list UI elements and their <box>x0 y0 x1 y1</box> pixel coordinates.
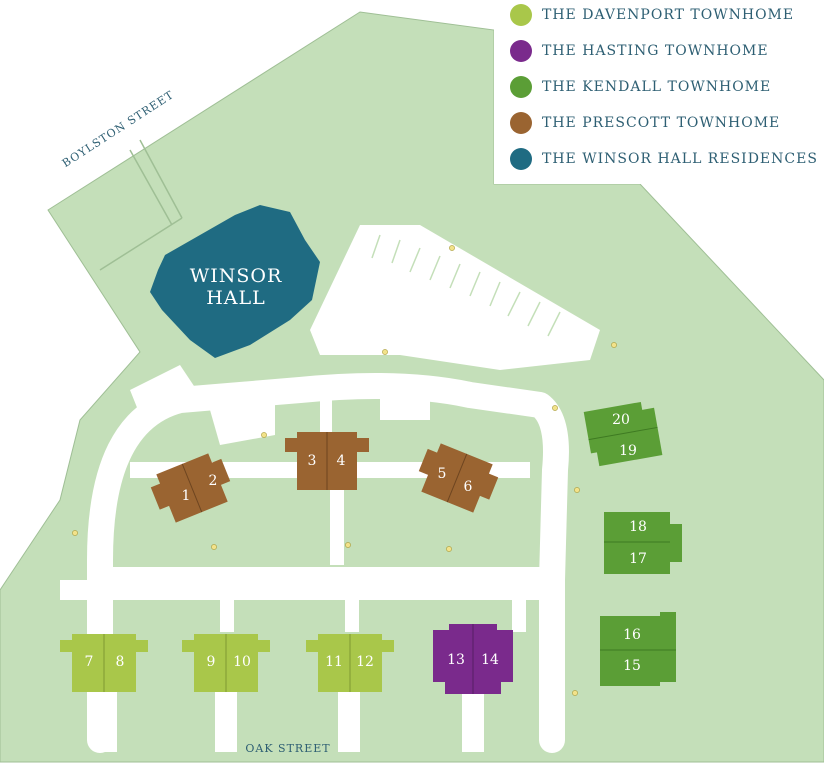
unit-9[interactable]: 9 <box>207 654 216 670</box>
parking-stalls <box>371 234 561 337</box>
map-legend: THE DAVENPORT TOWNHOME THE HASTING TOWNH… <box>494 0 824 184</box>
unit-20[interactable]: 20 <box>612 412 630 428</box>
unit-6[interactable]: 6 <box>464 479 473 495</box>
davenport-9-10[interactable] <box>182 634 270 692</box>
unit-3[interactable]: 3 <box>308 453 317 469</box>
winsor-hall-color-swatch <box>510 148 532 170</box>
legend-item-prescott: THE PRESCOTT TOWNHOME <box>510 111 780 135</box>
kendall-color-swatch <box>510 76 532 98</box>
mid-parking <box>210 400 275 445</box>
legend-label-hasting: THE HASTING TOWNHOME <box>542 43 769 59</box>
legend-item-hasting: THE HASTING TOWNHOME <box>510 39 769 63</box>
prescott-3-4[interactable] <box>285 432 369 490</box>
upper-parking <box>310 225 600 370</box>
kendall-19-20[interactable] <box>583 400 663 467</box>
legend-label-kendall: THE KENDALL TOWNHOME <box>542 79 772 95</box>
light-markers <box>72 245 617 696</box>
unit-2[interactable]: 2 <box>209 473 218 489</box>
unit-7[interactable]: 7 <box>85 654 94 670</box>
unit-5[interactable]: 5 <box>438 466 447 482</box>
prescott-color-swatch <box>510 112 532 134</box>
unit-14[interactable]: 14 <box>481 652 499 668</box>
kendall-17-18[interactable] <box>604 512 682 574</box>
legend-label-winsor-hall: THE WINSOR HALL RESIDENCES <box>542 151 818 167</box>
main-road <box>87 373 569 753</box>
winsor-hall-label-line1: WINSOR <box>190 265 283 287</box>
hasting-13-14[interactable] <box>433 624 513 694</box>
legend-item-winsor-hall: THE WINSOR HALL RESIDENCES <box>510 147 818 171</box>
legend-label-davenport: THE DAVENPORT TOWNHOME <box>542 7 795 23</box>
legend-label-prescott: THE PRESCOTT TOWNHOME <box>542 115 781 131</box>
kendall-15-16[interactable] <box>600 612 676 686</box>
davenport-11-12[interactable] <box>306 634 394 692</box>
unit-17[interactable]: 17 <box>629 551 647 567</box>
unit-13[interactable]: 13 <box>447 652 465 668</box>
unit-8[interactable]: 8 <box>116 654 125 670</box>
davenport-7-8[interactable] <box>60 634 148 692</box>
unit-10[interactable]: 10 <box>233 654 251 670</box>
boylston-path <box>99 139 183 271</box>
davenport-color-swatch <box>510 4 532 26</box>
unit-12[interactable]: 12 <box>356 654 374 670</box>
prescott-1-2[interactable] <box>147 450 237 527</box>
unit-11[interactable]: 11 <box>325 654 343 670</box>
unit-1[interactable]: 1 <box>182 488 191 504</box>
winsor-hall-building <box>150 205 320 358</box>
prescott-5-6[interactable] <box>412 440 502 517</box>
unit-15[interactable]: 15 <box>623 658 641 674</box>
left-parking <box>130 365 200 415</box>
unit-16[interactable]: 16 <box>623 627 641 643</box>
winsor-hall-label-line2: HALL <box>206 287 266 309</box>
driveways <box>95 392 526 752</box>
unit-4[interactable]: 4 <box>337 453 346 469</box>
legend-item-davenport: THE DAVENPORT TOWNHOME <box>510 3 794 27</box>
legend-item-kendall: THE KENDALL TOWNHOME <box>510 75 771 99</box>
hasting-color-swatch <box>510 40 532 62</box>
unit-19[interactable]: 19 <box>619 443 637 459</box>
oak-street-label: OAK STREET <box>245 742 330 755</box>
unit-18[interactable]: 18 <box>629 519 647 535</box>
right-parking <box>380 395 430 420</box>
